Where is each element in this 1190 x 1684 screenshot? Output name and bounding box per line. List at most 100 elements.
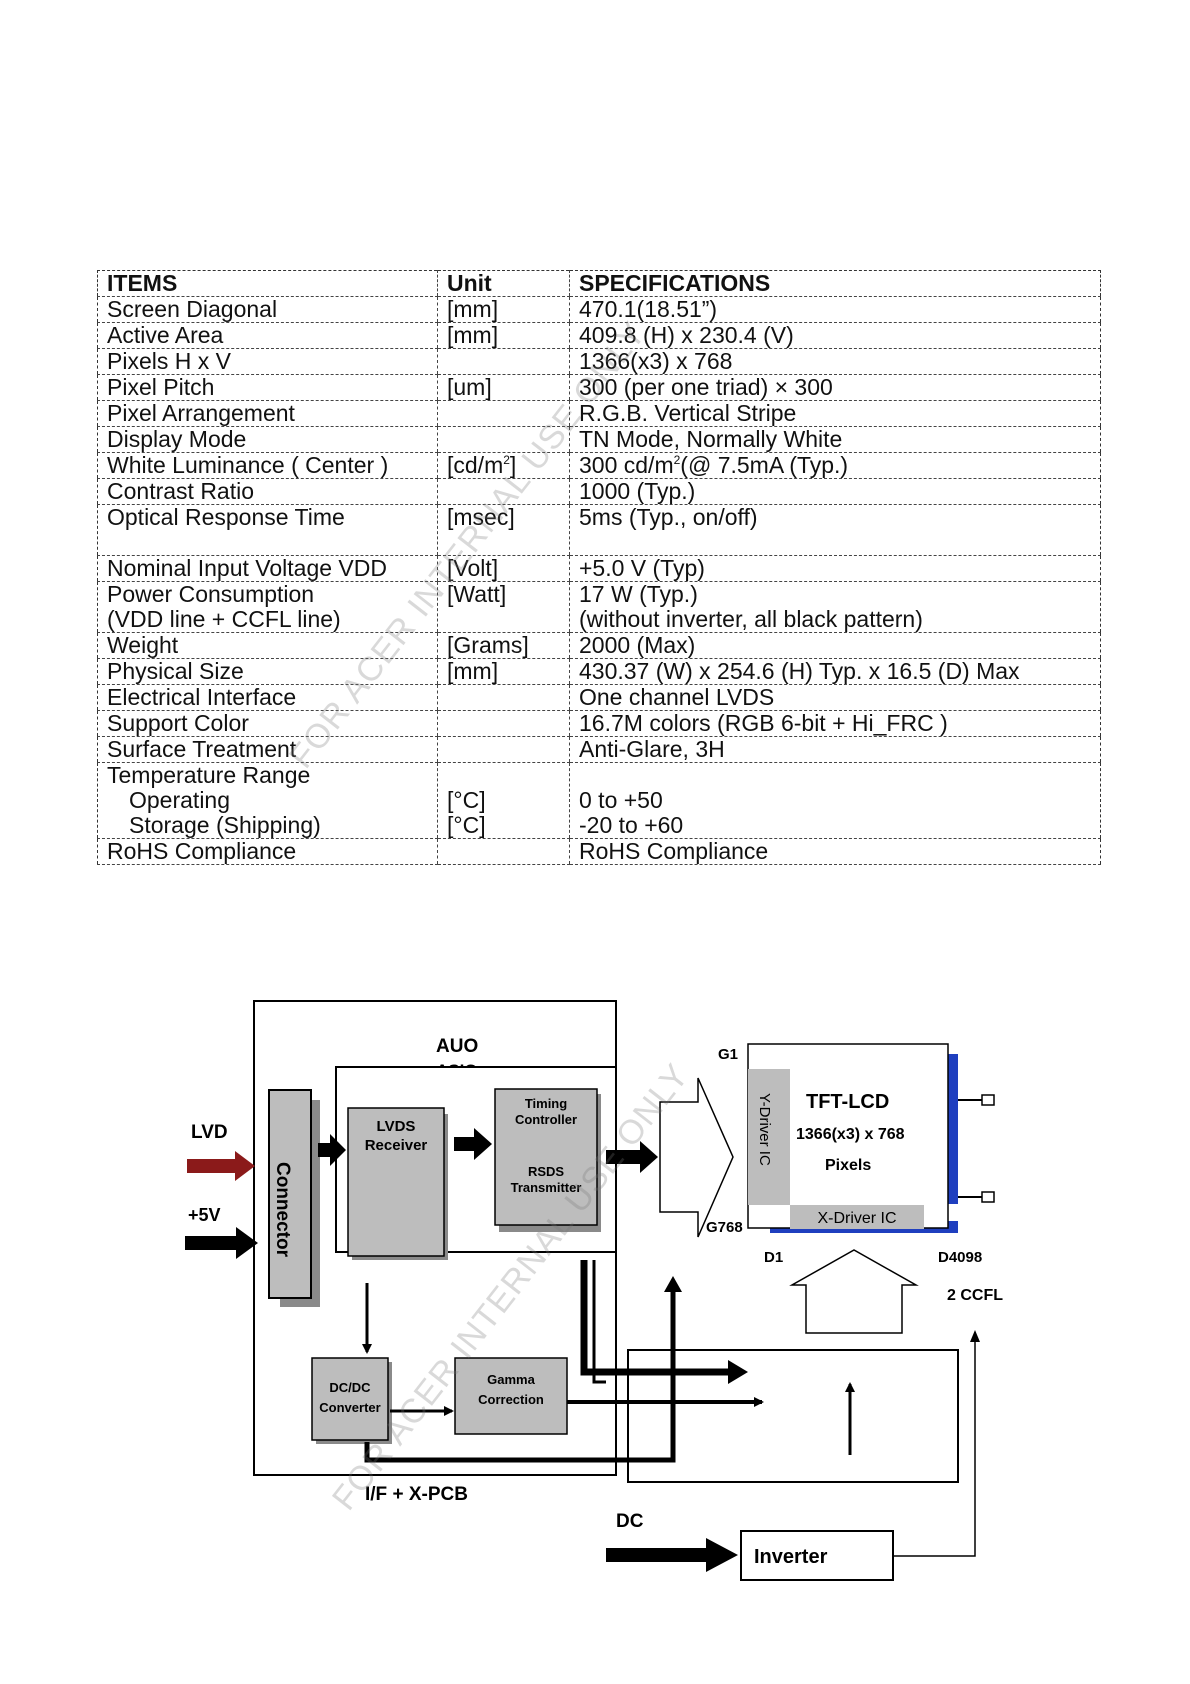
item-label: Optical Response Time	[107, 504, 345, 530]
connector-block	[268, 1089, 312, 1299]
item-label: Contrast Ratio	[107, 478, 255, 504]
item-cell: Power Consumption(VDD line + CCFL line)	[97, 581, 438, 633]
spec-value: Anti-Glare, 3H	[579, 736, 725, 762]
header-specifications: SPECIFICATIONS	[569, 270, 1101, 297]
timing-controller-block	[494, 1088, 598, 1226]
asic-label: ASIC	[436, 1061, 477, 1080]
unit-value: [Grams]	[447, 632, 529, 658]
y-driver-label: Y-Driver IC	[756, 1093, 773, 1166]
spec-value: 300 (per one triad) × 300	[579, 374, 833, 400]
gamma-block	[454, 1357, 568, 1435]
item-cell: Screen Diagonal	[97, 296, 438, 323]
ccfl-plug-top	[981, 1094, 995, 1106]
item-cell: Pixel Pitch	[97, 374, 438, 401]
spec-cell: 300 cd/m2(@ 7.5mA (Typ.)	[569, 452, 1101, 479]
item-label: Display Mode	[107, 426, 247, 452]
spec-value: 409.8 (H) x 230.4 (V)	[579, 322, 794, 348]
unit-cell: [Volt]	[437, 555, 570, 582]
rsds-line1: RSDS	[528, 1164, 564, 1179]
auo-label: AUO	[436, 1036, 478, 1057]
x-driver-hollow-arrow	[789, 1249, 919, 1334]
spec-value: 470.1(18.51”)	[579, 296, 718, 322]
table-row: Screen Diagonal[mm] 470.1(18.51”)	[97, 296, 1101, 323]
item-cell: Surface Treatment	[97, 736, 438, 763]
inverter-to-ccfl-head	[970, 1330, 980, 1342]
panel-input-hollow-arrow	[659, 1077, 734, 1238]
item-cell: Physical Size	[97, 658, 438, 685]
spec-cell: 17 W (Typ.)(without inverter, all black …	[569, 581, 1101, 633]
dc-label: DC	[616, 1511, 644, 1532]
x-pcb-box	[627, 1349, 959, 1483]
item-label: Electrical Interface	[107, 684, 297, 710]
spec-cell: 430.37 (W) x 254.6 (H) Typ. x 16.5 (D) M…	[569, 658, 1101, 685]
lvds-input-arrow	[187, 1151, 255, 1181]
spec-cell: 300 (per one triad) × 300	[569, 374, 1101, 401]
dcdc-block	[311, 1357, 389, 1441]
inverter-label: Inverter	[754, 1546, 828, 1568]
spec-value: -20 to +60	[579, 812, 684, 838]
unit-cell: [Grams]	[437, 632, 570, 659]
spec-value: (without inverter, all black pattern)	[579, 606, 923, 632]
spec-value: R.G.B. Vertical Stripe	[579, 400, 797, 426]
timing-to-xpcb-path2	[592, 1260, 606, 1384]
unit-value: [cd/m	[447, 452, 504, 478]
item-cell: Support Color	[97, 710, 438, 737]
item-cell: Nominal Input Voltage VDD	[97, 555, 438, 582]
connector-label: Connector	[272, 1162, 293, 1258]
gamma-line2: Correction	[478, 1392, 544, 1407]
spec-value: 5ms (Typ., on/off)	[579, 504, 758, 530]
d4098-label: D4098	[938, 1249, 982, 1266]
unit-cell: [°C][°C]	[437, 762, 570, 839]
tft-lcd-label: TFT-LCD	[806, 1091, 889, 1113]
spec-cell: 409.8 (H) x 230.4 (V)	[569, 322, 1101, 349]
item-sub-label: Operating	[129, 787, 231, 813]
timing-to-xpcb-head	[728, 1360, 748, 1384]
g1-label: G1	[718, 1046, 738, 1063]
item-cell: Optical Response Time	[97, 504, 438, 556]
unit-value: ]	[509, 452, 517, 478]
item-cell: Contrast Ratio	[97, 478, 438, 505]
spec-value: 2000 (Max)	[579, 632, 696, 658]
y-driver-block	[748, 1069, 790, 1205]
header-unit: Unit	[437, 270, 570, 297]
item-label: Surface Treatment	[107, 736, 297, 762]
receiver-to-timing-arrow	[454, 1128, 492, 1160]
item-label: RoHS Compliance	[107, 838, 297, 864]
table-row: Active Area[mm]409.8 (H) x 230.4 (V)	[97, 322, 1101, 349]
gamma-line1: Gamma	[487, 1372, 535, 1387]
spec-table-body: ITEMS Unit SPECIFICATIONS Screen Diagona…	[97, 270, 1101, 865]
inverter-block	[740, 1530, 894, 1581]
table-row: Power Consumption(VDD line + CCFL line)[…	[97, 581, 1101, 633]
table-row: Display Mode TN Mode, Normally White	[97, 426, 1101, 453]
table-row: Pixel Pitch[um] 300 (per one triad) × 300	[97, 374, 1101, 401]
spec-table: ITEMS Unit SPECIFICATIONS Screen Diagona…	[97, 270, 1101, 865]
table-row: Electrical Interface One channel LVDS	[97, 684, 1101, 711]
unit-cell	[437, 710, 570, 737]
spec-cell: 16.7M colors (RGB 6-bit + Hi_FRC )	[569, 710, 1101, 737]
unit-cell: [mm]	[437, 296, 570, 323]
pcb-label: I/F + X-PCB	[365, 1484, 468, 1505]
unit-cell: [um]	[437, 374, 570, 401]
timing-controller-line1: Timing	[525, 1096, 567, 1111]
item-label: Temperature Range	[107, 762, 311, 788]
spec-cell: TN Mode, Normally White	[569, 426, 1101, 453]
spec-cell: +5.0 V (Typ)	[569, 555, 1101, 582]
spec-value: One channel LVDS	[579, 684, 775, 710]
ccfl-label: 2 CCFL	[947, 1287, 1003, 1304]
tft-pixels-label: Pixels	[825, 1157, 871, 1174]
item-cell: RoHS Compliance	[97, 838, 438, 865]
spec-value: 16.7M colors (RGB 6-bit + Hi_FRC )	[579, 710, 948, 736]
unit-value: [mm]	[447, 322, 499, 348]
unit-cell	[437, 426, 570, 453]
dcdc-power-line	[364, 1290, 676, 1463]
unit-value: [mm]	[447, 658, 499, 684]
dcdc-power-up-head	[664, 1276, 682, 1292]
spec-cell: 2000 (Max)	[569, 632, 1101, 659]
table-row: Surface Treatment Anti-Glare, 3H	[97, 736, 1101, 763]
item-label: Weight	[107, 632, 179, 658]
table-row: Physical Size [mm] 430.37 (W) x 254.6 (H) …	[97, 658, 1101, 685]
rsds-line2: Transmitter	[511, 1180, 582, 1195]
spec-cell: 0 to +50-20 to +60	[569, 762, 1101, 839]
